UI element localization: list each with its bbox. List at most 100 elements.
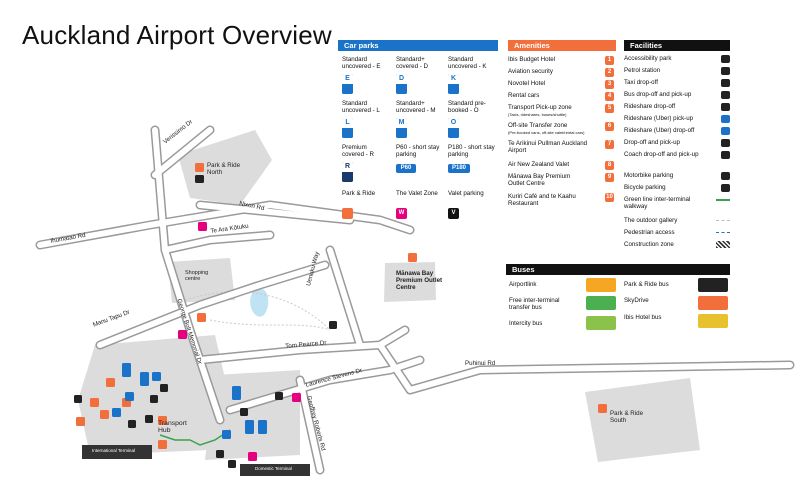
car-park-r-icon[interactable]: R (342, 162, 353, 182)
bus-park-ride[interactable]: Park & Ride bus (624, 281, 669, 288)
uber-dropoff-icon (721, 127, 730, 135)
car-park-e-label: Standard uncovered - E (342, 56, 381, 71)
bus-skydrive[interactable]: SkyDrive (624, 297, 649, 304)
ibis-bus-icon (698, 314, 728, 328)
car-parks-panel: Car parks Standard uncovered - E E Stand… (338, 40, 498, 225)
motorbike-icon (721, 172, 730, 180)
facility-bus[interactable]: Bus drop-off and pick-up (624, 91, 730, 99)
bus-intercity[interactable]: Intercity bus (509, 320, 543, 327)
park-ride-bus-icon (698, 278, 728, 292)
place-park-ride-north: Park & Ride North (207, 162, 241, 176)
facility-petrol[interactable]: Petrol station (624, 67, 730, 75)
car-park-l-icon[interactable]: L (342, 118, 353, 138)
car-park-m-label: Standard+ uncovered - M (396, 100, 436, 115)
page-title: Auckland Airport Overview (22, 20, 332, 50)
rideshare-icon (721, 103, 730, 111)
international-terminal-block (82, 445, 152, 459)
car-parks-header: Car parks (338, 40, 498, 51)
car-park-k-icon[interactable]: K (448, 74, 459, 94)
valet-zone-icon[interactable]: W (396, 208, 407, 219)
facility-dropoff-pickup[interactable]: Drop-off and pick-up (624, 139, 730, 147)
car-park-l-label: Standard uncovered - L (342, 100, 380, 115)
bus-airportlink[interactable]: Airportlink (509, 281, 537, 288)
park-ride-south-area (585, 378, 700, 462)
free-transfer-bus-icon (586, 296, 616, 310)
place-manawa-outlet: Mānawa Bay Premium Outlet Centre (396, 270, 443, 291)
facilities-panel: Facilities Accessibility park Petrol sta… (624, 40, 730, 255)
buses-panel: Buses Airportlink Park & Ride bus Free i… (506, 264, 730, 334)
valet-zone-label: The Valet Zone (396, 190, 438, 197)
place-transport-hub: Transport Hub (158, 420, 187, 434)
car-icon (721, 139, 730, 147)
valet-parking-icon[interactable]: V (448, 208, 459, 219)
facility-pedestrian[interactable]: Pedestrian access (624, 229, 730, 236)
amenity-6[interactable]: Off-site Transfer zone(Pre-booked vans, … (508, 122, 616, 136)
facility-green-line[interactable]: Green line inter-terminal walkway (624, 196, 730, 210)
road-label-puhinui: Puhinui Rd (465, 360, 496, 367)
facility-motorbike[interactable]: Motorbike parking (624, 172, 730, 180)
car-park-e-icon[interactable]: E (342, 74, 353, 94)
intercity-bus-icon (586, 316, 616, 330)
bus-ibis[interactable]: Ibis Hotel bus (624, 314, 662, 321)
car-park-p180-label: P180 - short stay parking (448, 144, 495, 159)
facility-outdoor-gallery[interactable]: The outdoor gallery (624, 217, 730, 224)
facility-rideshare-drop[interactable]: Rideshare drop-off (624, 103, 730, 111)
facility-uber-pickup[interactable]: Rideshare (Uber) pick-up (624, 115, 730, 123)
place-shopping-centre: Shopping centre (185, 270, 209, 282)
skydrive-bus-icon (698, 296, 728, 310)
facility-construction[interactable]: Construction zone (624, 241, 730, 248)
car-park-d-label: Standard+ covered - D (396, 56, 428, 71)
domestic-terminal-block (240, 464, 310, 476)
car-park-k-label: Standard uncovered - K (448, 56, 487, 71)
p180-icon[interactable]: P180 (448, 164, 470, 173)
taxi-icon (721, 79, 730, 87)
facility-taxi[interactable]: Taxi drop-off (624, 79, 730, 87)
bus-icon (721, 91, 730, 99)
park-ride-north-area (178, 130, 272, 205)
accessibility-icon (721, 55, 730, 63)
facility-bicycle[interactable]: Bicycle parking (624, 184, 730, 192)
green-walkway (159, 429, 231, 446)
car-park-p60-label: P60 - short stay parking (396, 144, 440, 159)
shopping-centre-area (168, 258, 235, 303)
car-park-o-icon[interactable]: O (448, 118, 459, 138)
car-park-m-icon[interactable]: M (396, 118, 407, 138)
petrol-icon (721, 67, 730, 75)
facility-coach[interactable]: Coach drop-off and pick-up (624, 151, 730, 159)
facilities-header: Facilities (624, 40, 730, 51)
amenities-header: Amenities (508, 40, 616, 51)
facility-uber-dropoff[interactable]: Rideshare (Uber) drop-off (624, 127, 730, 135)
park-ride-label: Park & Ride (342, 190, 376, 197)
car-park-d-icon[interactable]: D (396, 74, 407, 94)
bicycle-icon (721, 184, 730, 192)
facility-accessibility[interactable]: Accessibility park (624, 55, 730, 63)
uber-pickup-icon (721, 115, 730, 123)
airportlink-bus-icon (586, 278, 616, 292)
p60-icon[interactable]: P60 (396, 164, 416, 173)
car-park-o-label: Standard pre-booked - O (448, 100, 486, 115)
bus-free-transfer[interactable]: Free inter-terminal transfer bus (509, 297, 560, 312)
gallery-line-icon (716, 220, 730, 221)
buses-header: Buses (506, 264, 730, 275)
coach-icon (721, 151, 730, 159)
valet-parking-label: Valet parking (448, 190, 484, 197)
lake (250, 288, 269, 317)
place-park-ride-south: Park & Ride South (610, 410, 644, 424)
hatch-icon (716, 241, 730, 248)
park-ride-icon[interactable] (342, 208, 353, 219)
green-line-icon (716, 199, 730, 201)
outlet-area (384, 262, 436, 302)
amenity-5[interactable]: Transport Pick-up zone(Taxis, rideshares… (508, 104, 616, 118)
place-domestic-terminal: Domestic Terminal (255, 466, 292, 471)
car-park-r-label: Premium covered - R (342, 144, 374, 159)
